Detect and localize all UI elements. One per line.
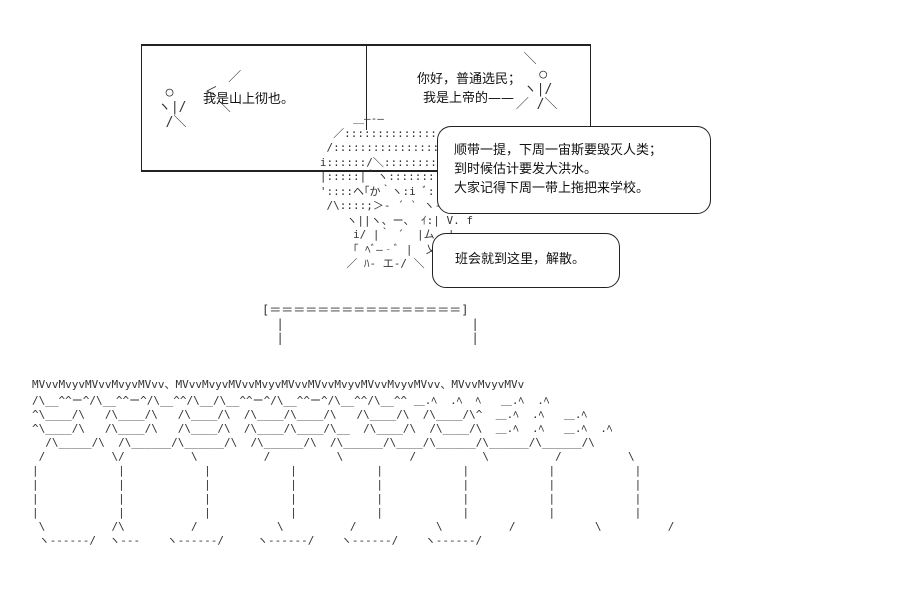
panel1-left-text: 我是山上彻也。	[203, 92, 295, 107]
bubble1-line-2: 到时候估计要发大洪水。	[454, 162, 598, 177]
lectern: [＝＝＝＝＝＝＝＝＝＝＝＝＝＝＝＝] | | | |	[262, 303, 479, 345]
bubble1-line-3: 大家记得下周一带上拖把来学校。	[454, 181, 650, 196]
speech-bubble-1	[437, 126, 711, 214]
crowd-hair-row: MVvvMvyvMVvvMvyvMVvv、MVvvMvyvMVvvMvyvMVv…	[32, 378, 525, 391]
bubble2-line-1: 班会就到这里，解散。	[455, 252, 586, 267]
panel1-right-text-1: 你好，普通选民；	[417, 72, 522, 87]
bubble1-line-1: 顺带一提，下周一宙斯要毁灭人类；	[454, 143, 663, 158]
top-panel-divider	[366, 44, 367, 130]
stick-figure-left: ／ ○ ＜ ヽ|/ ＼ /＼	[157, 70, 242, 130]
stick-figure-right: ＼ ○ ヽ|/ ／ /＼	[515, 52, 558, 112]
panel1-right-text-2: 我是上帝的——	[423, 91, 515, 106]
speech-bubble-2	[432, 233, 620, 288]
crowd-heads: /\__^^ー^/\__^^ー^/\__^^/\__/\__^^ー^/\__^^…	[32, 394, 675, 547]
